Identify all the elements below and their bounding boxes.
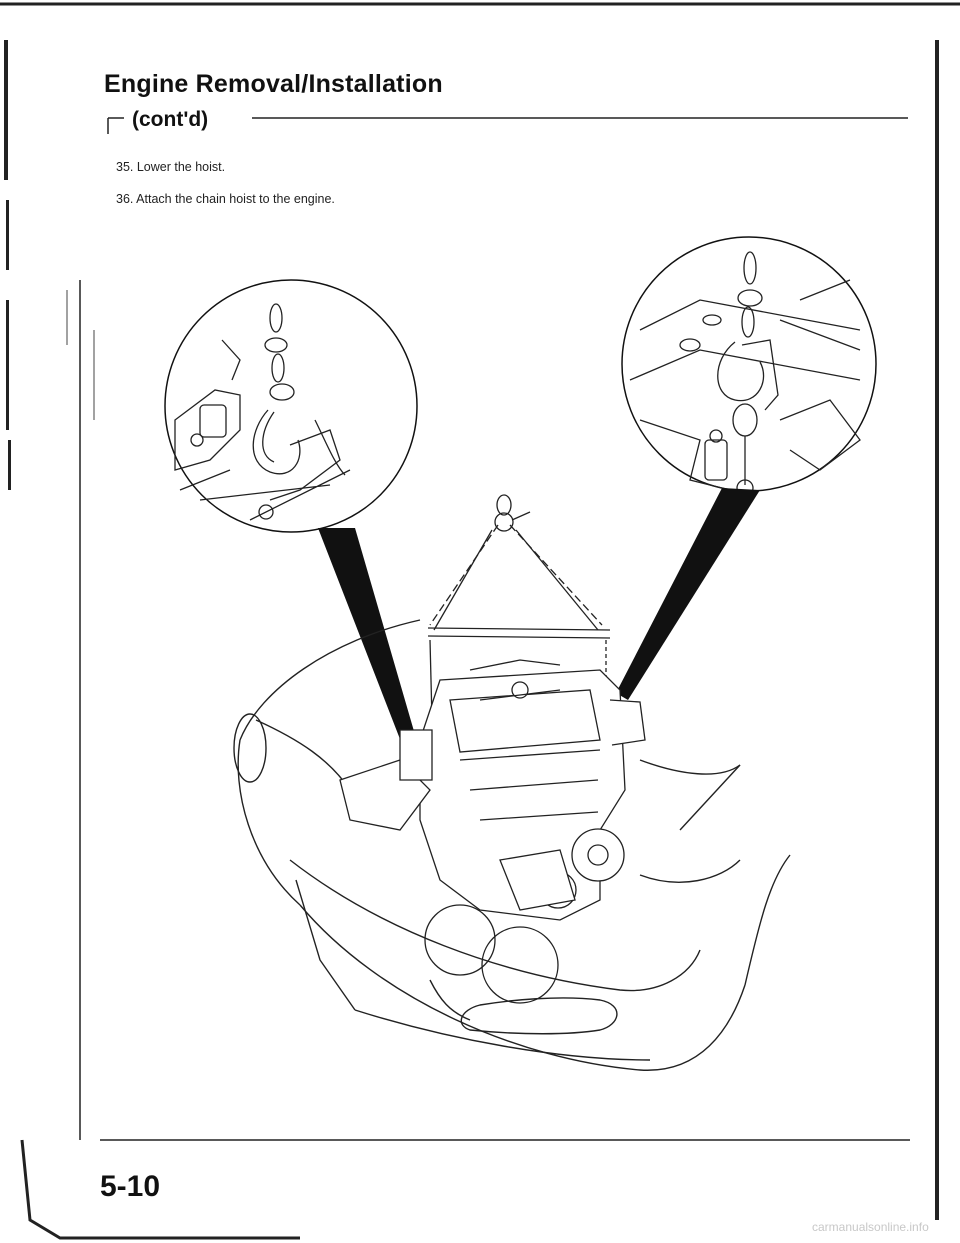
car-front-outline	[233, 619, 791, 1071]
left-hanger-detail-callout	[164, 279, 418, 533]
engine-block	[339, 659, 646, 1004]
step-35: 35. Lower the hoist.	[116, 160, 226, 174]
footer-watermark: carmanualsonline.info	[812, 1220, 929, 1234]
page-number: 5-10	[100, 1170, 161, 1203]
right-hanger-detail-callout	[621, 236, 877, 497]
left-callout-pointer	[318, 528, 418, 752]
right-callout-pointer	[616, 488, 760, 700]
chain-hoist-spreader	[427, 494, 611, 721]
page-title: Engine Removal/Installation	[104, 70, 443, 98]
page-subtitle: (cont'd)	[132, 108, 209, 131]
step-36: 36. Attach the chain hoist to the engine…	[116, 192, 335, 206]
